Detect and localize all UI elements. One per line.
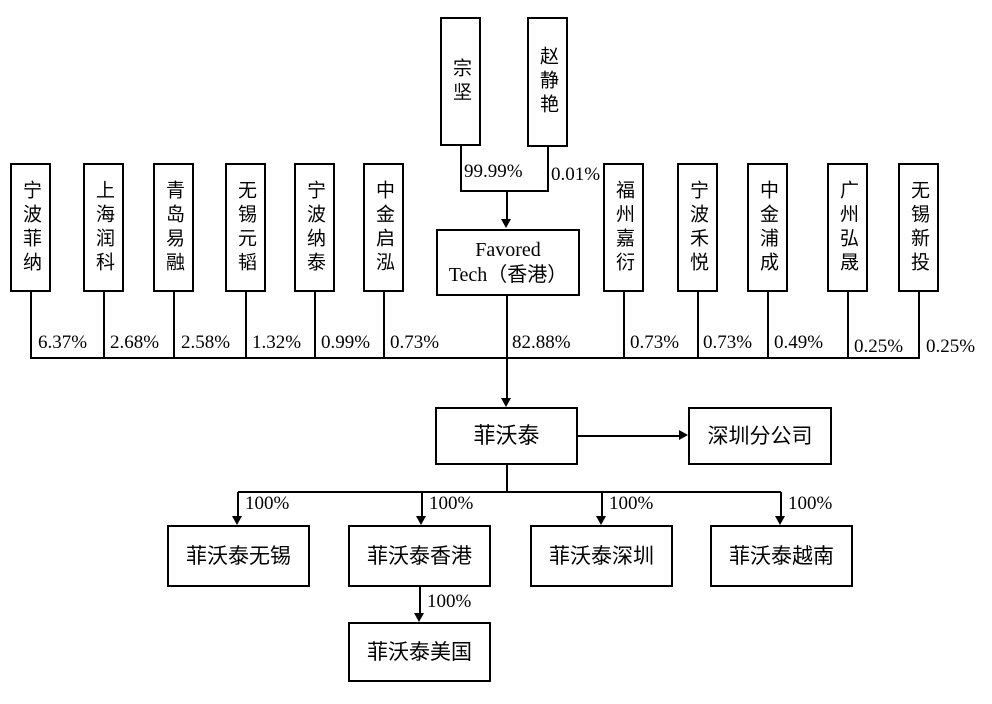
arrow-down-icon (775, 516, 785, 525)
edge-zongjian-down (460, 146, 462, 191)
edge-hongkong-to-usa (419, 587, 421, 613)
node-feiwotai-usa: 菲沃泰美国 (348, 622, 491, 682)
edge-drop-zhongjin-qihong (383, 291, 385, 359)
stake-label-shanghai-runke: 2.68% (110, 332, 160, 353)
node-zhongjin-qihong: 中金启泓 (363, 163, 404, 292)
stake-label-feiwotai-hongkong: 100% (429, 493, 474, 514)
arrow-right-icon (679, 430, 688, 440)
edge-drop-wuxi-yuantao (245, 291, 247, 359)
node-ningbo-feina: 宁波菲纳 (10, 163, 51, 292)
stake-label-zongjian: 99.99% (464, 161, 523, 182)
node-guangzhou-hongsheng: 广州弘晟 (827, 163, 868, 292)
edge-drop-feiwotai-vietnam (780, 492, 782, 516)
arrow-down-icon (414, 613, 424, 622)
arrow-down-icon (501, 398, 511, 407)
stake-label-zhongjin-pucheng: 0.49% (774, 332, 824, 353)
stake-label-fuzhou-jiayan: 0.73% (630, 332, 680, 353)
arrow-down-icon (501, 219, 511, 228)
edge-drop-feiwotai-wuxi (237, 492, 239, 516)
edge-drop-shanghai-runke (103, 291, 105, 359)
arrow-down-icon (232, 516, 242, 525)
edge-drop-qingdao-yirong (173, 291, 175, 359)
node-shanghai-runke: 上海润科 (83, 163, 124, 292)
node-zongjian: 宗坚 (440, 17, 481, 146)
edge-company-down (506, 464, 508, 492)
stake-label-guangzhou-hongsheng: 0.25% (854, 336, 904, 357)
node-zhongjin-pucheng: 中金浦成 (747, 163, 788, 292)
stake-label-feiwotai-wuxi: 100% (245, 493, 290, 514)
edge-drop-zhongjin-pucheng (767, 291, 769, 359)
node-ningbo-heyue: 宁波禾悦 (677, 163, 718, 292)
node-shenzhen-branch: 深圳分公司 (688, 407, 832, 465)
edge-drop-ningbo-heyue (697, 291, 699, 359)
edge-drop-guangzhou-hongsheng (847, 291, 849, 359)
stake-label-ningbo-feina: 6.37% (38, 332, 88, 353)
stake-label-zhaojingyan: 0.01% (551, 164, 601, 185)
arrow-down-icon (596, 516, 606, 525)
stake-label-zhongjin-qihong: 0.73% (390, 332, 440, 353)
stake-label-qingdao-yirong: 2.58% (181, 332, 231, 353)
stake-label-ningbo-natai: 0.99% (321, 332, 371, 353)
node-fuzhou-jiayan: 福州嘉衍 (603, 163, 644, 292)
favored-tech-line1: Favored (475, 238, 541, 261)
node-zhaojingyan: 赵静艳 (527, 17, 568, 147)
node-wuxi-xintou: 无锡新投 (898, 163, 939, 292)
edge-drop-feiwotai-hongkong (421, 492, 423, 516)
stake-label-wuxi-xintou: 0.25% (926, 336, 976, 357)
edge-zhaojingyan-down (547, 147, 549, 191)
node-ningbo-natai: 宁波纳泰 (294, 163, 335, 292)
node-feiwotai-vietnam: 菲沃泰越南 (710, 525, 853, 587)
favored-tech-line2: Tech（香港） (448, 263, 568, 286)
node-qingdao-yirong: 青岛易融 (153, 163, 194, 292)
edge-drop-feiwotai-shenzhen (601, 492, 603, 516)
node-feiwotai-shenzhen: 菲沃泰深圳 (530, 525, 673, 587)
edge-drop-ningbo-natai (314, 291, 316, 359)
stake-label-favored-tech: 82.88% (512, 332, 571, 353)
node-favored-tech: Favored Tech（香港） (436, 229, 580, 296)
edge-drop-wuxi-xintou (918, 291, 920, 359)
node-wuxi-yuantao: 无锡元韬 (225, 163, 266, 292)
edge-founders-to-favored (506, 191, 508, 221)
arrow-down-icon (416, 516, 426, 525)
edge-founders-join (460, 190, 549, 192)
edge-favored-to-company (506, 295, 508, 399)
node-feiwotai-hongkong: 菲沃泰香港 (348, 525, 491, 587)
stake-label-feiwotai-usa: 100% (427, 591, 472, 612)
stake-label-feiwotai-vietnam: 100% (788, 493, 833, 514)
edge-company-to-branch (578, 435, 680, 437)
node-feiwotai-wuxi: 菲沃泰无锡 (167, 525, 310, 587)
edge-subsidiary-bus (238, 491, 781, 493)
edge-shareholder-bus (30, 357, 920, 359)
edge-drop-ningbo-feina (30, 291, 32, 359)
edge-drop-fuzhou-jiayan (623, 291, 625, 359)
stake-label-ningbo-heyue: 0.73% (703, 332, 753, 353)
stake-label-feiwotai-shenzhen: 100% (609, 493, 654, 514)
node-feiwotai: 菲沃泰 (435, 407, 578, 465)
stake-label-wuxi-yuantao: 1.32% (252, 332, 302, 353)
